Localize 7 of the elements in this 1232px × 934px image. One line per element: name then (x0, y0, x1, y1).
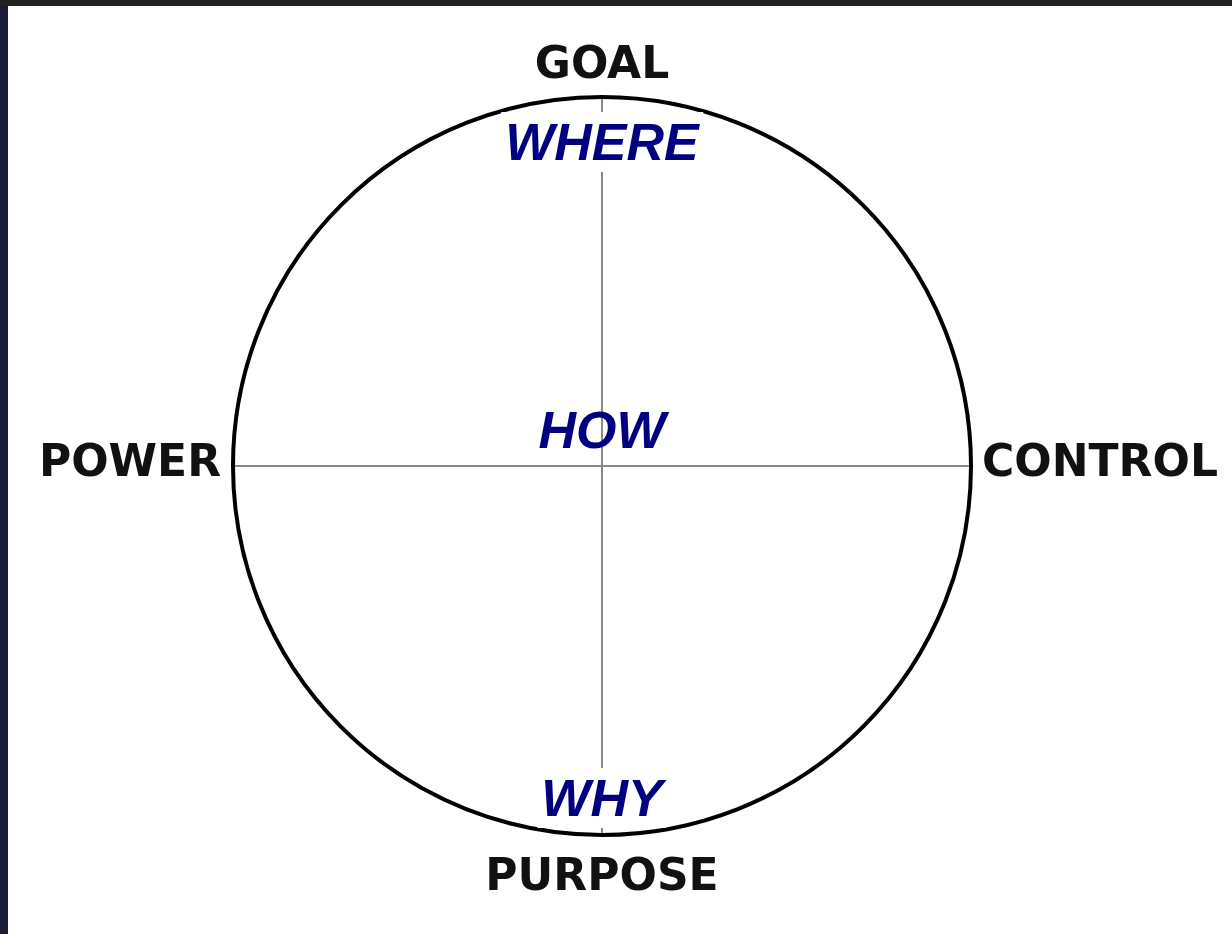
axis-label: PURPOSE (485, 848, 719, 900)
heading-text: WHERE (501, 112, 703, 172)
axis-label: CONTROL (982, 434, 1218, 486)
axis-label: POWER (38, 434, 222, 486)
center-text: HOW (534, 400, 670, 460)
axis-label: GOAL (534, 36, 670, 88)
bottom-text: WHY (537, 768, 667, 828)
